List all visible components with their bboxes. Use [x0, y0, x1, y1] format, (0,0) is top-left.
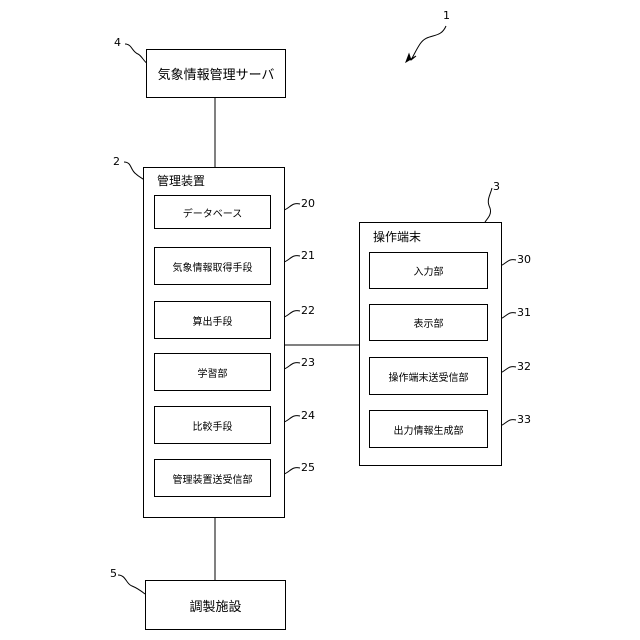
leader-4 [125, 44, 148, 64]
calculation-label: 算出手段 [193, 313, 233, 328]
preparation-facility-box: 調製施設 [145, 580, 286, 630]
learning-box: 学習部 [154, 353, 271, 391]
weather-info-server-label: 気象情報管理サーバ [158, 64, 275, 83]
input-unit-box: 入力部 [369, 252, 488, 289]
preparation-facility-label: 調製施設 [189, 596, 241, 615]
database-label: データベース [183, 205, 243, 220]
terminal-transceiver-box: 操作端末送受信部 [369, 357, 488, 395]
weather-acquisition-ref-number: 21 [301, 249, 315, 262]
management-transceiver-box: 管理装置送受信部 [154, 459, 271, 497]
weather-info-server-box: 気象情報管理サーバ [146, 49, 286, 98]
output-info-generation-ref-number: 33 [517, 413, 531, 426]
input-unit-label: 入力部 [414, 263, 444, 278]
management-device-title: 管理装置 [157, 172, 205, 189]
system-ref-arrow [411, 26, 446, 60]
calculation-box: 算出手段 [154, 301, 271, 339]
system-ref-number: 1 [443, 9, 450, 22]
learning-label: 学習部 [198, 365, 228, 380]
learning-ref-number: 23 [301, 356, 315, 369]
display-unit-label: 表示部 [414, 315, 444, 330]
terminal-transceiver-label: 操作端末送受信部 [389, 369, 469, 384]
weather-acquisition-box: 気象情報取得手段 [154, 247, 271, 285]
management-ref-number: 2 [113, 155, 120, 168]
operation-terminal-title: 操作端末 [373, 228, 421, 245]
display-unit-box: 表示部 [369, 304, 488, 341]
comparison-box: 比較手段 [154, 406, 271, 444]
server-ref-number: 4 [114, 36, 121, 49]
terminal-transceiver-ref-number: 32 [517, 360, 531, 373]
output-info-generation-box: 出力情報生成部 [369, 410, 488, 448]
management-transceiver-ref-number: 25 [301, 461, 315, 474]
database-ref-number: 20 [301, 197, 315, 210]
weather-acquisition-label: 気象情報取得手段 [173, 259, 253, 274]
leader-3 [485, 188, 492, 222]
leader-5 [118, 575, 145, 594]
database-box: データベース [154, 195, 271, 229]
output-info-generation-label: 出力情報生成部 [394, 422, 464, 437]
system-ref-arrowhead [406, 54, 416, 62]
calculation-ref-number: 22 [301, 304, 315, 317]
terminal-ref-number: 3 [493, 180, 500, 193]
display-unit-ref-number: 31 [517, 306, 531, 319]
comparison-ref-number: 24 [301, 409, 315, 422]
input-unit-ref-number: 30 [517, 253, 531, 266]
comparison-label: 比較手段 [193, 418, 233, 433]
management-transceiver-label: 管理装置送受信部 [173, 471, 253, 486]
facility-ref-number: 5 [110, 567, 117, 580]
